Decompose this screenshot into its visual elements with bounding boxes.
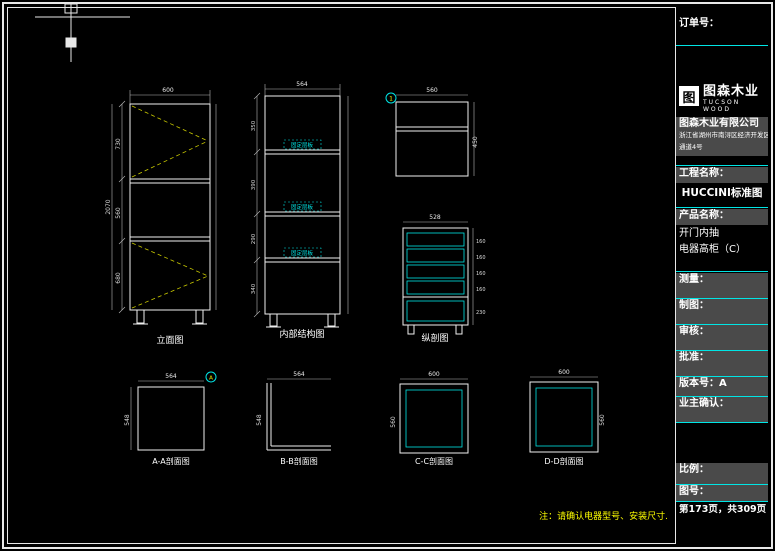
company-address-1: 浙江省湖州市南浔区经济开发区 xyxy=(676,131,768,143)
divider xyxy=(676,165,768,166)
divider xyxy=(676,271,768,272)
project-name-label: 工程名称： xyxy=(676,167,768,183)
product-name-line1: 开门内抽 xyxy=(679,228,719,239)
draft-label: 制图： xyxy=(676,299,768,325)
audit-label: 审核： xyxy=(676,325,768,351)
page-info: 第173页，共309页 xyxy=(679,504,767,515)
company-address-2: 通道4号 xyxy=(676,143,768,156)
brand-name: 图森木业 xyxy=(703,83,760,99)
brand-logo: 图 图森木业 TUCSON WOOD xyxy=(676,77,768,115)
tucson-logo-icon: 图 xyxy=(679,86,699,106)
divider xyxy=(676,207,768,208)
figure-number-label: 图号： xyxy=(676,485,768,502)
product-name-label: 产品名称： xyxy=(676,209,768,225)
scale-label: 比例： xyxy=(676,463,768,485)
brand-text-group: 图森木业 TUCSON WOOD xyxy=(703,80,765,113)
title-block: 订单号： 图 图森木业 TUCSON WOOD 图森木业有限公司 浙江省湖州市南… xyxy=(675,7,768,544)
version-label: 版本号：A xyxy=(676,377,768,397)
approve-label: 批准： xyxy=(676,351,768,377)
measure-label: 测量： xyxy=(676,273,768,299)
divider xyxy=(676,45,768,46)
product-name-line2: 电器高柜（C） xyxy=(679,244,746,255)
company-name: 图森木业有限公司 xyxy=(676,117,768,131)
sheet-inner-border xyxy=(7,7,768,544)
owner-confirm-label: 业主确认： xyxy=(676,397,768,423)
order-number-label: 订单号： xyxy=(679,18,719,29)
brand-name-en: TUCSON WOOD xyxy=(703,98,741,113)
project-name-value: HUCCINI标准图 xyxy=(681,187,763,199)
